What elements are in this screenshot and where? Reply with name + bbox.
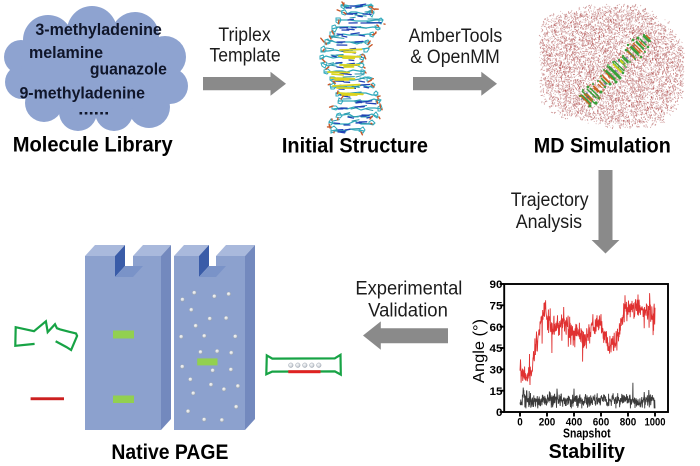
svg-text:600: 600 [593,417,610,429]
svg-text:Trajectory: Trajectory [511,190,589,211]
svg-text:& OpenMM: & OpenMM [410,47,500,68]
svg-text:45: 45 [490,343,503,355]
svg-text:15: 15 [490,386,503,398]
svg-text:......: ...... [78,101,109,119]
svg-text:guanazole: guanazole [90,61,167,79]
svg-text:Native PAGE: Native PAGE [111,441,228,464]
svg-text:Initial Structure: Initial Structure [282,135,428,158]
svg-text:Template: Template [210,45,281,66]
svg-text:30: 30 [490,365,503,377]
svg-text:400: 400 [566,417,583,429]
svg-text:Validation: Validation [368,300,448,321]
svg-text:3-methyladenine: 3-methyladenine [35,21,162,39]
svg-text:AmberTools: AmberTools [409,26,503,47]
svg-text:MD Simulation: MD Simulation [534,135,671,158]
svg-text:800: 800 [620,417,637,429]
svg-text:1000: 1000 [645,417,666,429]
svg-text:0: 0 [517,417,523,429]
svg-text:Stability: Stability [549,440,626,463]
svg-text:Molecule Library: Molecule Library [13,134,173,157]
svg-text:9-methyladenine: 9-methyladenine [19,85,145,103]
svg-text:melamine: melamine [29,44,103,62]
svg-text:75: 75 [490,301,503,313]
svg-text:200: 200 [539,417,556,429]
svg-text:60: 60 [490,322,503,334]
svg-text:Angle (°): Angle (°) [471,319,488,383]
svg-text:0: 0 [496,407,503,419]
svg-text:Triplex: Triplex [218,25,271,46]
svg-text:90: 90 [490,279,503,291]
svg-text:Analysis: Analysis [516,212,582,233]
svg-text:Experimental: Experimental [355,279,462,300]
svg-text:Snapshot: Snapshot [563,427,611,441]
